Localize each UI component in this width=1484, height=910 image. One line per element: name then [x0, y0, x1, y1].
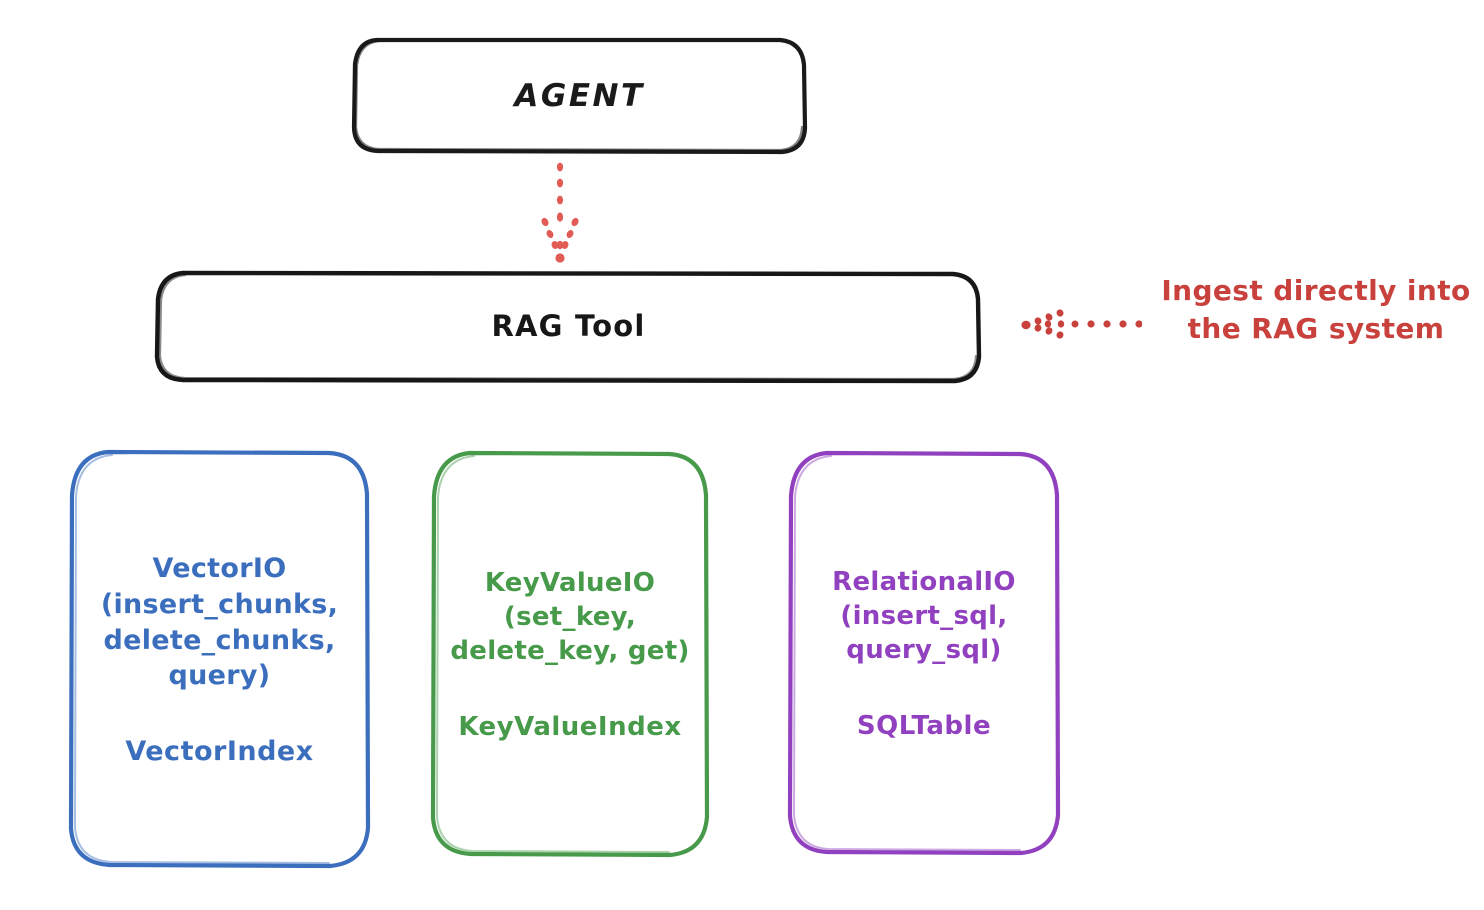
node-key-value-io[interactable]: KeyValueIO (set_key, delete_key, get) Ke… — [430, 450, 710, 858]
key-value-io-index-label: KeyValueIndex — [458, 712, 682, 743]
connector-ingest-arrow — [1021, 309, 1142, 339]
dotted-line-segment — [1071, 320, 1142, 328]
relational-io-index-label: SQLTable — [856, 711, 992, 742]
arrowhead-down-icon — [541, 217, 579, 263]
node-rag-tool[interactable]: RAG Tool — [154, 270, 982, 384]
node-relational-io[interactable]: RelationalIO (insert_sql, query_sql) SQL… — [787, 450, 1061, 856]
dotted-line-segment — [556, 162, 564, 222]
ingest-annotation-label: Ingest directly into the RAG system — [1161, 274, 1471, 345]
node-vector-io[interactable]: VectorIO (insert_chunks, delete_chunks, … — [68, 449, 371, 869]
rag-tool-label: RAG Tool — [491, 309, 646, 344]
agent-label: AGENT — [514, 77, 645, 114]
key-value-io-api-label: KeyValueIO (set_key, delete_key, get) — [450, 567, 690, 667]
node-agent[interactable]: AGENT — [351, 37, 808, 155]
vector-io-index-label: VectorIndex — [125, 735, 314, 767]
relational-io-api-label: RelationalIO (insert_sql, query_sql) — [832, 566, 1016, 666]
connector-agent-to-rag-tool — [541, 162, 579, 263]
vector-io-api-label: VectorIO (insert_chunks, delete_chunks, … — [100, 553, 339, 692]
arrowhead-left-icon — [1021, 309, 1065, 339]
annotation-ingest-into-rag: Ingest directly into the RAG system — [1020, 272, 1484, 367]
